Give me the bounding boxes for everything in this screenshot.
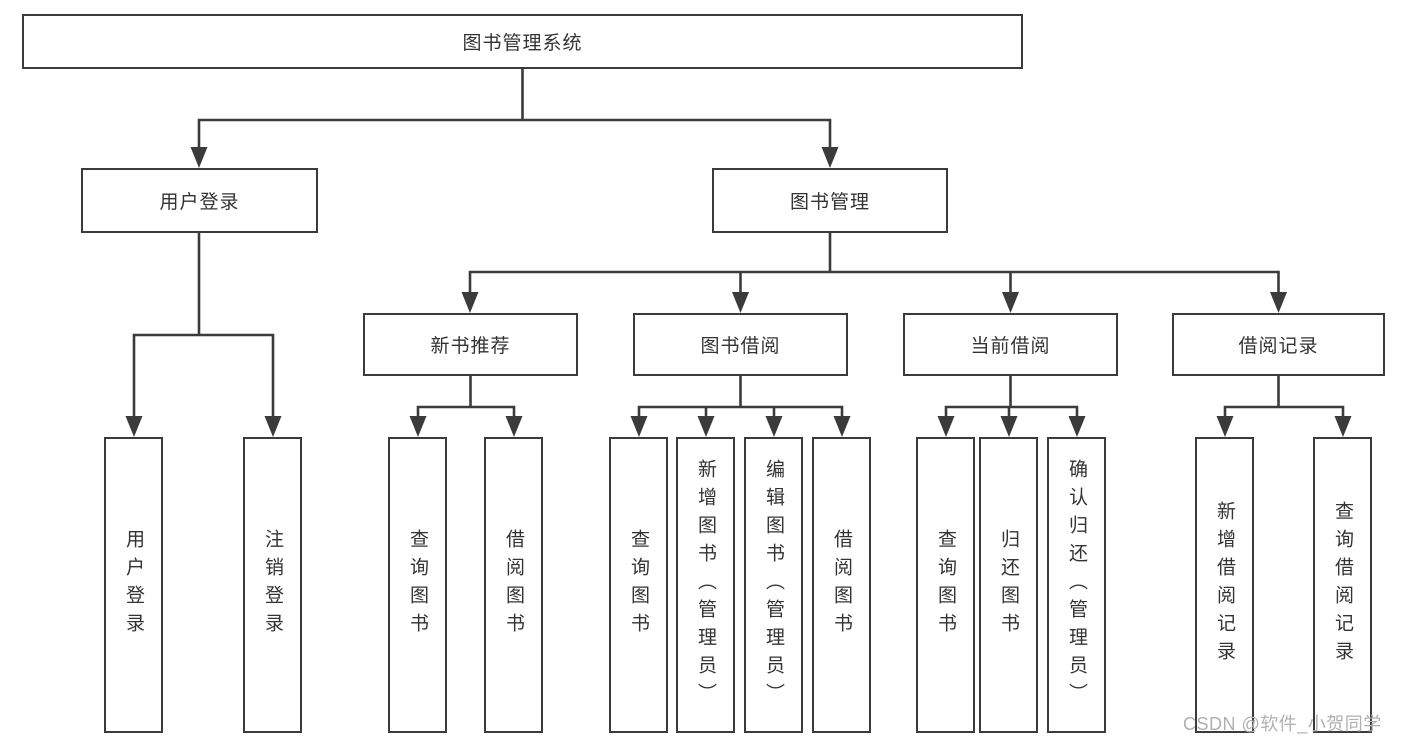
node-new-book-recommendation: 新书推荐 — [363, 313, 578, 376]
csdn-watermark: CSDN @软件_小贺同学 — [1183, 714, 1382, 734]
leaf-query-books-recommendation: 查询图书 — [388, 437, 447, 733]
leaf-confirm-return-admin: 确认归还（管理员） — [1047, 437, 1106, 733]
leaf-query-borrow-record: 查询借阅记录 — [1313, 437, 1372, 733]
leaf-borrow-books-borrowing: 借阅图书 — [812, 437, 871, 733]
leaf-edit-book-admin: 编辑图书（管理员） — [744, 437, 803, 733]
node-label: 确认归还（管理员） — [1066, 459, 1087, 711]
node-label: 借阅图书 — [503, 529, 524, 641]
node-label: 新增图书（管理员） — [695, 459, 716, 711]
leaf-query-books-current: 查询图书 — [916, 437, 975, 733]
node-label: 借阅图书 — [831, 529, 852, 641]
leaf-user-login: 用户登录 — [104, 437, 163, 733]
node-label: 查询图书 — [628, 529, 649, 641]
connector-wires — [132, 65, 1345, 424]
node-label: 用户登录 — [159, 192, 240, 213]
node-label: 用户登录 — [123, 529, 144, 641]
arrowhead-icons — [125, 147, 1352, 437]
node-label: 归还图书 — [998, 529, 1019, 641]
node-label: 图书管理 — [789, 192, 870, 213]
node-library-management-system: 图书管理系统 — [22, 14, 1023, 69]
node-label: 当前借阅 — [970, 336, 1051, 357]
node-label: 注销登录 — [262, 529, 283, 641]
node-label: 图书借阅 — [700, 336, 781, 357]
leaf-query-books-borrowing: 查询图书 — [609, 437, 668, 733]
node-label: 编辑图书（管理员） — [763, 459, 784, 711]
node-label: 查询借阅记录 — [1332, 501, 1353, 669]
leaf-add-book-admin: 新增图书（管理员） — [676, 437, 735, 733]
leaf-borrow-books-recommendation: 借阅图书 — [484, 437, 543, 733]
node-borrowing-records: 借阅记录 — [1172, 313, 1385, 376]
node-label: 查询图书 — [407, 529, 428, 641]
node-book-borrowing: 图书借阅 — [633, 313, 848, 376]
leaf-logout: 注销登录 — [243, 437, 302, 733]
node-label: 图书管理系统 — [462, 33, 583, 54]
node-label: 新书推荐 — [430, 336, 511, 357]
node-label: 借阅记录 — [1238, 336, 1319, 357]
node-book-management: 图书管理 — [712, 168, 948, 233]
leaf-add-borrow-record: 新增借阅记录 — [1195, 437, 1254, 733]
leaf-return-book: 归还图书 — [979, 437, 1038, 733]
node-label: 新增借阅记录 — [1214, 501, 1235, 669]
node-user-login: 用户登录 — [81, 168, 318, 233]
node-current-borrowing: 当前借阅 — [903, 313, 1118, 376]
node-label: 查询图书 — [935, 529, 956, 641]
